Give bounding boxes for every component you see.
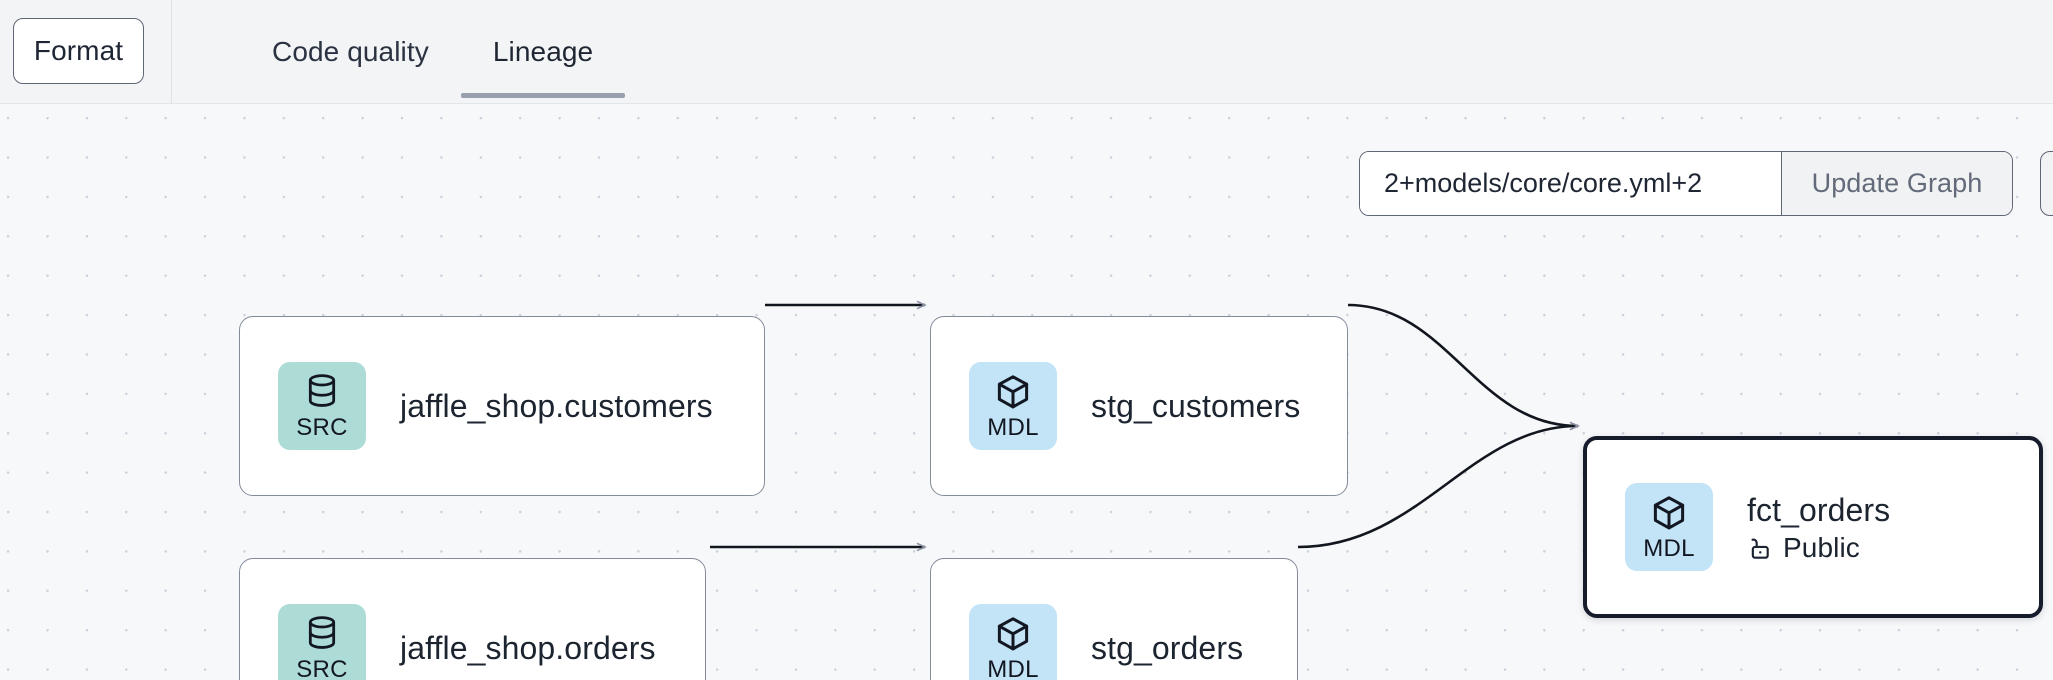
- node-body: stg_customers: [1091, 388, 1300, 425]
- node-body: jaffle_shop.customers: [400, 388, 713, 425]
- update-graph-button[interactable]: Update Graph: [1781, 152, 2012, 215]
- node-badge-label: SRC: [296, 655, 348, 680]
- node-body: stg_orders: [1091, 630, 1243, 667]
- tab-lineage[interactable]: Lineage: [460, 0, 626, 104]
- node-access-meta: Public: [1747, 534, 1890, 562]
- tab-lineage-label: Lineage: [492, 36, 594, 67]
- lineage-node-stg-orders[interactable]: MDL stg_orders: [930, 558, 1298, 680]
- node-badge-mdl: MDL: [1625, 483, 1713, 571]
- editor-toolbar: Format Code quality Lineage: [0, 0, 2053, 104]
- format-button[interactable]: Format: [13, 18, 144, 84]
- node-title: jaffle_shop.orders: [400, 629, 656, 666]
- node-title: stg_orders: [1091, 629, 1244, 666]
- node-badge-src: SRC: [278, 604, 366, 680]
- node-badge-label: MDL: [1643, 534, 1695, 562]
- cube-icon: [997, 374, 1029, 408]
- tab-underline-active: [460, 93, 626, 98]
- node-body: jaffle_shop.orders: [400, 630, 656, 667]
- node-badge-mdl: MDL: [969, 604, 1057, 680]
- node-title: stg_customers: [1091, 387, 1301, 424]
- tab-code-quality-label: Code quality: [272, 36, 429, 67]
- node-title: fct_orders: [1747, 491, 1891, 528]
- node-badge-src: SRC: [278, 362, 366, 450]
- lineage-node-jaffle-shop-customers[interactable]: SRC jaffle_shop.customers: [239, 316, 765, 496]
- graph-selector-group: Update Graph: [1359, 151, 2013, 216]
- graph-selector-input[interactable]: [1360, 152, 1781, 215]
- lineage-node-stg-customers[interactable]: MDL stg_customers: [930, 316, 1348, 496]
- node-badge-label: MDL: [987, 413, 1039, 441]
- lineage-node-jaffle-shop-orders[interactable]: SRC jaffle_shop.orders: [239, 558, 706, 680]
- lineage-node-fct-orders[interactable]: MDL fct_orders Public: [1583, 436, 2043, 618]
- tab-code-quality[interactable]: Code quality: [240, 0, 461, 104]
- node-body: fct_orders Public: [1747, 492, 1890, 563]
- edge-stgcustomers-to-fct: [1347, 303, 1580, 431]
- tab-bar: Code quality Lineage: [240, 0, 626, 104]
- cube-icon: [1653, 495, 1685, 529]
- cube-icon: [997, 616, 1029, 650]
- node-access-label: Public: [1783, 532, 1860, 564]
- graph-control-overflow[interactable]: [2040, 151, 2053, 216]
- database-icon: [308, 615, 336, 649]
- unlock-icon: [1751, 538, 1769, 559]
- database-icon: [308, 373, 336, 407]
- node-title: jaffle_shop.customers: [400, 387, 713, 424]
- node-badge-label: MDL: [987, 655, 1039, 680]
- toolbar-divider: [171, 0, 172, 104]
- lineage-canvas[interactable]: SRC jaffle_shop.customers MDL stg_custom…: [0, 104, 2053, 680]
- node-badge-mdl: MDL: [969, 362, 1057, 450]
- graph-controls: Update Graph: [1359, 151, 2013, 216]
- node-badge-label: SRC: [296, 413, 348, 441]
